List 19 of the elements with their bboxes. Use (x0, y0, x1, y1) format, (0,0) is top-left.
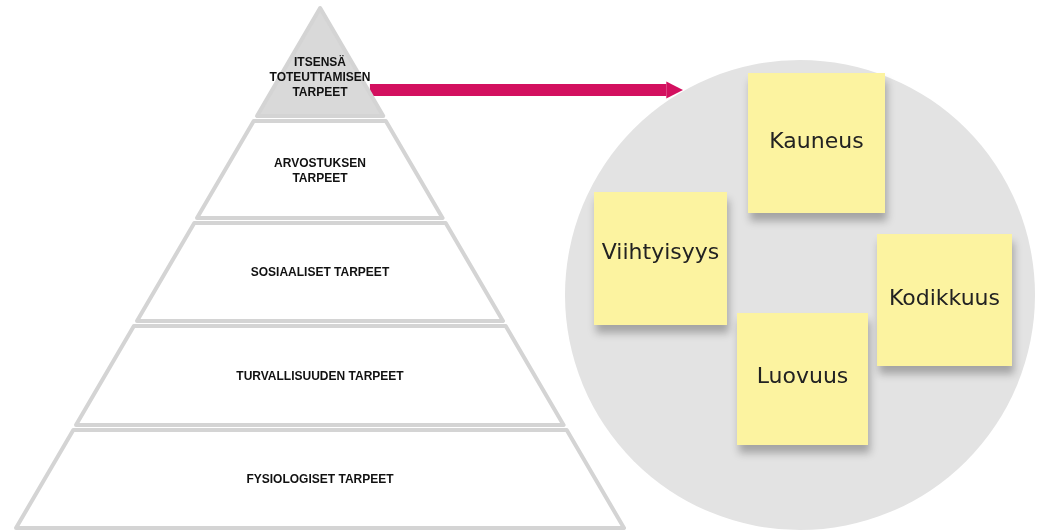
pyramid-level (16, 430, 624, 528)
pyramid-level (137, 223, 503, 321)
level-label: ARVOSTUKSEN TARPEET (273, 156, 367, 186)
sticky-note (594, 192, 727, 325)
level-label: ITSENSÄ TOTEUTTAMISEN TARPEET (268, 55, 372, 100)
note-text: Viihtyisyys (600, 239, 721, 264)
pyramid-level (76, 326, 564, 425)
pyramid-level (197, 121, 443, 218)
note-text: Luovuus (755, 363, 850, 388)
sticky-note (748, 73, 885, 213)
pyramid-apex (256, 8, 384, 116)
sticky-note (877, 234, 1012, 366)
note-text: Kodikkuus (888, 285, 1001, 310)
arrow (369, 81, 684, 99)
level-label: TURVALLISUUDEN TARPEET (235, 369, 405, 384)
level-label: SOSIAALISET TARPEET (249, 265, 391, 280)
level-label: FYSIOLOGISET TARPEET (245, 472, 395, 487)
note-text: Kauneus (768, 128, 865, 153)
sticky-note (737, 313, 868, 445)
